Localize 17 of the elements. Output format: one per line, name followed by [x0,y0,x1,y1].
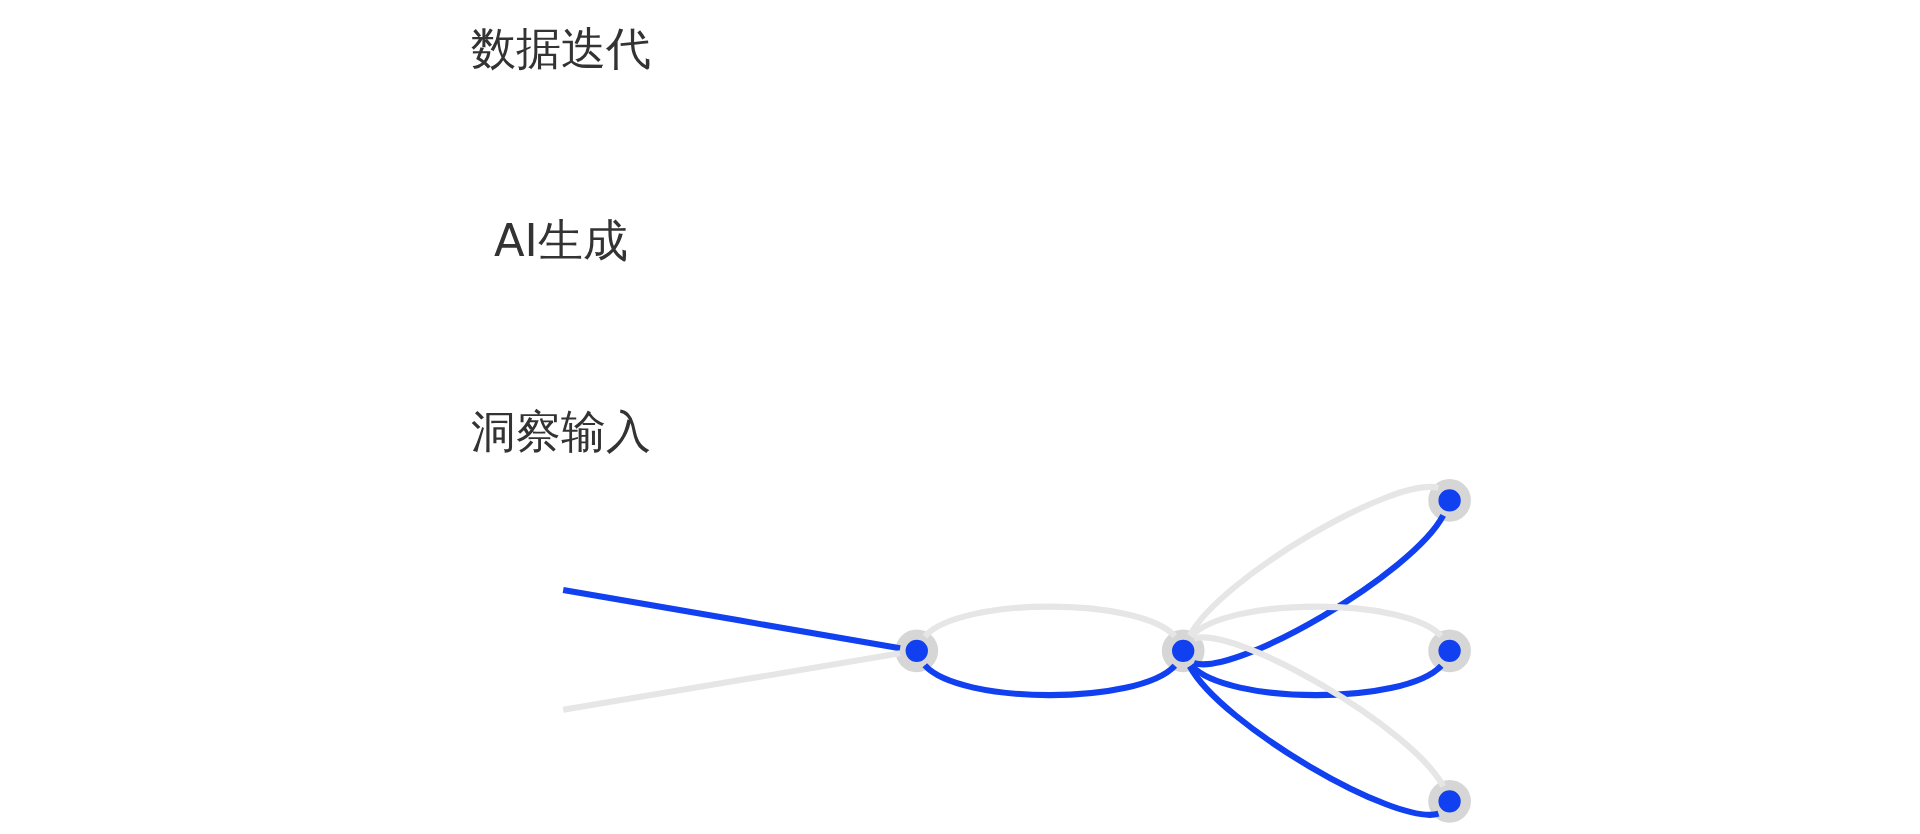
connector [1186,664,1439,818]
label: 数据迭代 [470,22,651,76]
connector [1186,484,1439,638]
label: AI生成 [493,213,628,267]
connector [1193,634,1446,789]
node-circle [894,629,938,673]
connector [562,650,901,713]
node-circle [1161,629,1205,673]
connector [922,662,1177,699]
label: 洞察输入 [470,404,651,458]
connector [922,603,1177,639]
connector [1188,603,1443,639]
connector [562,586,901,652]
connector [1193,513,1446,668]
node-circle [1427,629,1471,673]
node-circle [1427,780,1471,823]
node-circle [1427,479,1471,522]
